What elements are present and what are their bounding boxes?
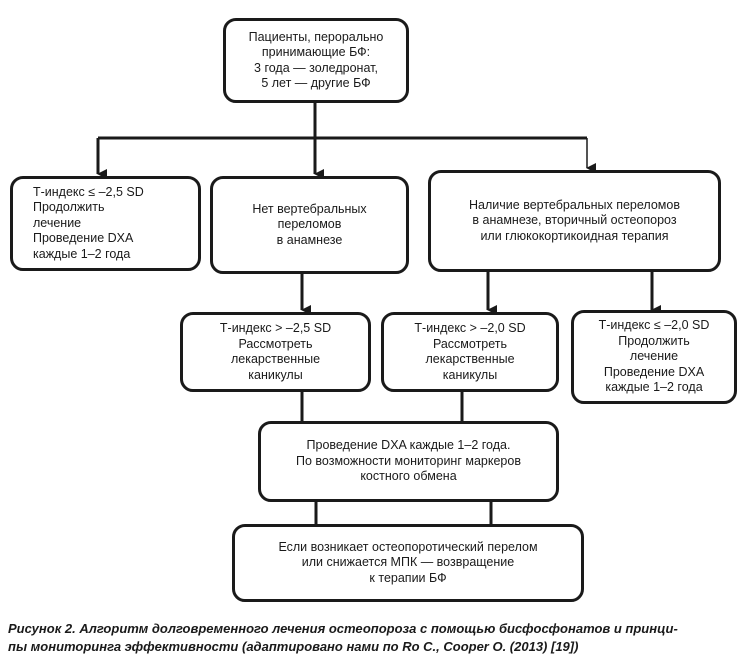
box-patients-line-1: Пациенты, перорально: [248, 29, 384, 44]
box-dxa-line-3: костного обмена: [360, 469, 457, 484]
flowchart: Пациенты, перорально принимающие БФ: 3 г…: [10, 18, 737, 602]
box-t-gt-20-line-1: Т-индекс > –2,0 SD: [414, 321, 526, 335]
box-has-vertebral-line-1: Наличие вертебральных переломов: [469, 197, 680, 212]
caption-line-2: пы мониторинга эффективности (адаптирова…: [8, 639, 579, 654]
box-t-le-25-line-5: каждые 1–2 года: [33, 246, 131, 261]
box-t-index-le-2-0: Т-индекс ≤ –2,0 SD Продолжить лечение Пр…: [571, 310, 737, 404]
box-has-vertebral-line-3: или глюкокортикоидная терапия: [480, 228, 669, 243]
box-t-gt-25-line-2: Рассмотреть: [238, 336, 313, 351]
box-t-le-25-line-1: Т-индекс ≤ –2,5 SD: [33, 184, 144, 199]
box-t-le-20-line-5: каждые 1–2 года: [605, 380, 703, 395]
box-no-vertebral-line-1: Нет вертебральных: [252, 201, 367, 216]
box-t-gt-25-line-4: каникулы: [248, 367, 303, 382]
box-fracture-line-2: или снижается МПК — возвращение: [301, 555, 515, 570]
box-patients: Пациенты, перорально принимающие БФ: 3 г…: [223, 18, 409, 103]
box-t-le-25-line-2: Продолжить: [33, 200, 105, 215]
box-t-gt-25-line-3: лекарственные: [230, 352, 321, 366]
box-has-vertebral-line-2: в анамнезе, вторичный остеопороз: [472, 213, 677, 228]
box-t-index-le-2-5: Т-индекс ≤ –2,5 SD Продолжить лечение Пр…: [10, 176, 201, 271]
box-dxa-monitoring: Проведение DXA каждые 1–2 года. По возмо…: [258, 421, 559, 502]
connector-lines: [96, 103, 661, 526]
box-no-vertebral-line-3: в анамнезе: [276, 232, 343, 247]
caption-line-1: Рисунок 2. Алгоритм долговременного лече…: [8, 621, 678, 636]
box-t-le-20-line-4: Проведение DXA: [603, 364, 705, 379]
box-t-le-25-line-4: Проведение DXA: [33, 231, 134, 246]
box-no-vertebral-line-2: переломов: [277, 217, 342, 232]
box-t-index-gt-2-5: Т-индекс > –2,5 SD Рассмотреть лекарстве…: [180, 312, 371, 392]
box-fracture-line-3: к терапии БФ: [369, 570, 447, 585]
box-fracture-line-1: Если возникает остеопоротический перелом: [278, 539, 538, 554]
box-patients-line-4: 5 лет — другие БФ: [261, 76, 371, 90]
box-t-gt-20-line-3: лекарственные: [425, 352, 515, 366]
box-dxa-line-1: Проведение DXA каждые 1–2 года.: [306, 438, 511, 453]
box-t-gt-25-line-1: Т-индекс > –2,5 SD: [219, 321, 332, 335]
box-t-le-20-line-3: лечение: [629, 349, 679, 364]
box-t-le-25-line-3: лечение: [33, 215, 82, 230]
box-t-gt-20-line-2: Рассмотреть: [432, 336, 508, 351]
box-fracture-return-therapy: Если возникает остеопоротический перелом…: [232, 524, 584, 602]
box-t-index-gt-2-0: Т-индекс > –2,0 SD Рассмотреть лекарстве…: [381, 312, 559, 392]
box-no-vertebral-fractures: Нет вертебральных переломов в анамнезе: [210, 176, 409, 274]
box-dxa-line-2: По возможности мониторинг маркеров: [296, 453, 521, 468]
box-vertebral-fractures-history: Наличие вертебральных переломов в анамне…: [428, 170, 721, 272]
box-t-le-20-line-1: Т-индекс ≤ –2,0 SD: [598, 318, 710, 333]
box-patients-line-2: принимающие БФ:: [261, 45, 371, 59]
figure-caption: Рисунок 2. Алгоритм долговременного лече…: [8, 620, 743, 656]
box-t-le-20-line-2: Продолжить: [618, 333, 690, 348]
box-patients-line-3: 3 года — золедронат,: [254, 60, 378, 75]
box-t-gt-20-line-4: каникулы: [442, 367, 498, 382]
